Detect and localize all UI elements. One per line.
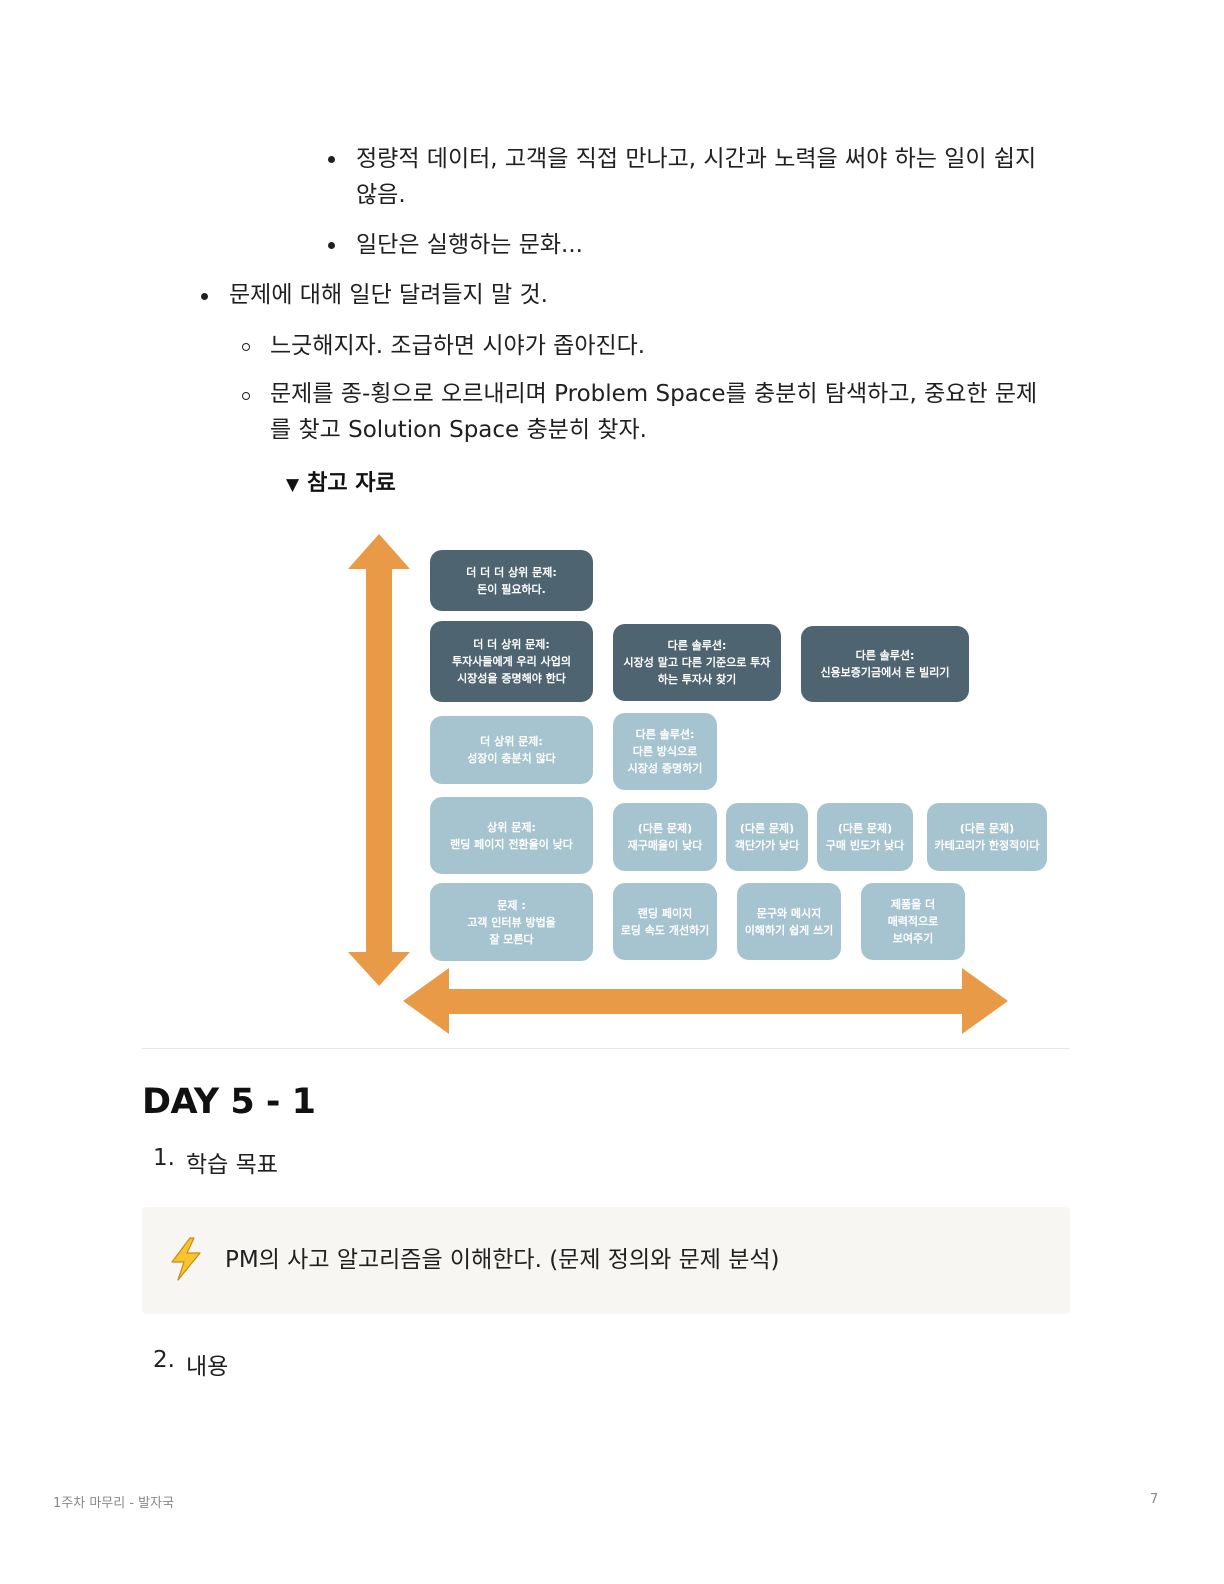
bullet-text-cont: 를 찾고 Solution Space 충분히 찾자. — [270, 417, 647, 443]
divider — [142, 1048, 1070, 1049]
footer-title: 1주차 마무리 - 발자국 — [53, 1496, 175, 1511]
bullet-dot — [328, 242, 335, 249]
diagram-box-upper-problem: 상위 문제: 랜딩 페이지 전환율이 낮다 — [430, 797, 593, 874]
horizontal-double-arrow — [403, 968, 1008, 1034]
diagram-box-other-problem-4: (다른 문제) 카테고리가 한정적이다 — [927, 803, 1047, 871]
toggle-reference[interactable]: ▼ 참고 자료 — [286, 465, 396, 497]
diagram-box-top-problem: 더 더 더 상위 문제: 돈이 필요하다. — [430, 550, 593, 611]
diagram-box-other-problem-1: (다른 문제) 재구매율이 낮다 — [613, 803, 717, 871]
list-number: 1. — [153, 1145, 175, 1171]
bullet-text-cont: 않음. — [356, 182, 406, 208]
bullet-text: 정량적 데이터, 고객을 직접 만나고, 시간과 노력을 써야 하는 일이 쉽지 — [356, 146, 1037, 172]
bullet-text: 느긋해지자. 조급하면 시야가 좁아진다. — [270, 333, 646, 359]
diagram-box-solution-3: 다른 솔루션: 다른 방식으로 시장성 증명하기 — [613, 713, 717, 790]
bullet-dot — [201, 293, 208, 300]
toggle-triangle-icon: ▼ — [286, 475, 300, 495]
bullet-circle — [242, 392, 250, 400]
diagram-box-solution-2: 다른 솔루션: 신용보증기금에서 돈 빌리기 — [801, 626, 969, 702]
diagram-box-other-problem-3: (다른 문제) 구매 빈도가 낮다 — [817, 803, 913, 871]
diagram-box-upper-problem-1: 더 상위 문제: 성장이 충분치 않다 — [430, 716, 593, 784]
page-number: 7 — [1150, 1492, 1159, 1507]
diagram-box-other-problem-2: (다른 문제) 객단가가 낮다 — [726, 803, 808, 871]
bullet-dot — [328, 156, 335, 163]
vertical-double-arrow — [348, 534, 410, 986]
callout: PM의 사고 알고리즘을 이해한다. (문제 정의와 문제 분석) — [142, 1207, 1070, 1314]
bullet-text: 문제를 종-횡으로 오르내리며 Problem Space를 충분히 탐색하고,… — [270, 381, 1038, 407]
diagram-box-action-3: 제품을 더 매력적으로 보여주기 — [861, 883, 965, 960]
list-item-learning-goal: 학습 목표 — [186, 1152, 278, 1178]
diagram-box-solution-1: 다른 솔루션: 시장성 말고 다른 기준으로 투자 하는 투자사 찾기 — [613, 624, 781, 701]
bullet-text: 일단은 실행하는 문화... — [356, 232, 583, 258]
diagram-box-problem: 문제 : 고객 인터뷰 방법을 잘 모른다 — [430, 883, 593, 961]
toggle-label: 참고 자료 — [307, 471, 396, 496]
diagram-box-action-1: 랜딩 페이지 로딩 속도 개선하기 — [613, 883, 717, 960]
bullet-circle — [242, 343, 250, 351]
lightning-icon — [171, 1237, 201, 1281]
bullet-text: 문제에 대해 일단 달려들지 말 것. — [229, 282, 548, 308]
callout-text: PM의 사고 알고리즘을 이해한다. (문제 정의와 문제 분석) — [225, 1247, 780, 1273]
diagram-box-upper-problem-2: 더 더 상위 문제: 투자사들에게 우리 사업의 시장성을 증명해야 한다 — [430, 621, 593, 702]
diagram-box-action-2: 문구와 메시지 이해하기 쉽게 쓰기 — [737, 883, 841, 960]
list-item-content: 내용 — [186, 1354, 229, 1380]
list-number: 2. — [153, 1347, 175, 1373]
section-title: DAY 5 - 1 — [142, 1082, 316, 1122]
